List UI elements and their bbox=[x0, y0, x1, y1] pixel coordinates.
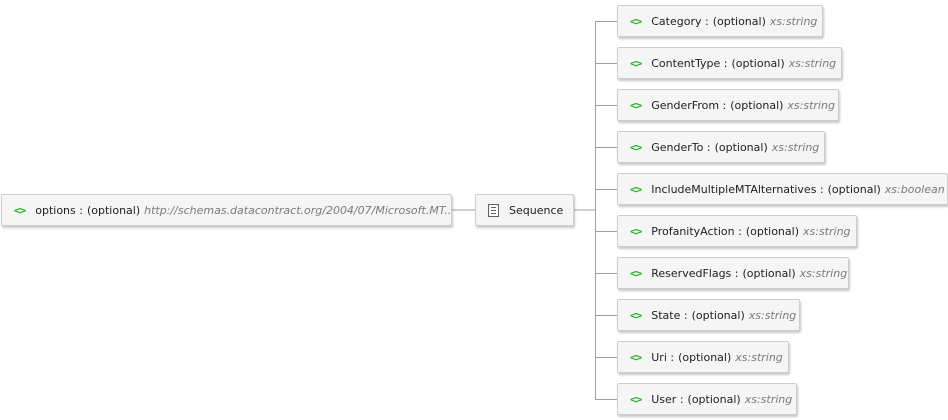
element-qualifier: (optional) bbox=[745, 224, 799, 238]
element-icon: <> bbox=[630, 56, 642, 70]
element-type: xs:string bbox=[735, 350, 783, 364]
child-element-node[interactable]: <> Category :(optional)xs:string bbox=[617, 5, 823, 37]
element-type: xs:string bbox=[799, 266, 848, 280]
child-element-node[interactable]: <> IncludeMultipleMTAlternatives :(option… bbox=[617, 173, 948, 205]
element-icon: <> bbox=[630, 14, 642, 28]
root-element-node[interactable]: <> options : (optional) http://schemas.d… bbox=[1, 194, 452, 226]
element-type: xs:boolean bbox=[884, 182, 945, 196]
element-icon: <> bbox=[630, 140, 642, 154]
element-name: User : bbox=[651, 392, 684, 406]
element-name: IncludeMultipleMTAlternatives : bbox=[651, 182, 824, 196]
element-qualifier: (optional) bbox=[742, 266, 796, 280]
element-name: ContentType : bbox=[651, 56, 728, 70]
element-qualifier: (optional) bbox=[730, 98, 784, 112]
element-icon: <> bbox=[14, 203, 26, 217]
element-type: xs:string bbox=[769, 14, 818, 28]
branch-lines bbox=[595, 21, 617, 400]
element-name: GenderTo : bbox=[651, 140, 711, 154]
element-name: State : bbox=[651, 308, 688, 322]
element-qualifier: (optional) bbox=[731, 56, 785, 70]
child-element-node[interactable]: <> User :(optional)xs:string bbox=[617, 383, 797, 415]
child-element-node[interactable]: <> ContentType :(optional)xs:string bbox=[617, 47, 842, 79]
element-type: xs:string bbox=[748, 308, 797, 322]
element-icon: <> bbox=[630, 224, 642, 238]
child-element-node[interactable]: <> ReservedFlags :(optional)xs:string bbox=[617, 257, 849, 289]
element-qualifier: (optional) bbox=[678, 350, 732, 364]
child-element-node[interactable]: <> ProfanityAction :(optional) xs:string bbox=[617, 215, 857, 247]
element-icon: <> bbox=[630, 98, 642, 112]
child-element-node[interactable]: <> GenderTo :(optional)xs:string bbox=[617, 131, 825, 163]
element-icon: <> bbox=[630, 308, 642, 322]
element-icon: <> bbox=[630, 350, 642, 364]
element-name: ReservedFlags : bbox=[651, 266, 739, 280]
sequence-icon bbox=[488, 203, 499, 217]
element-qualifier: (optional) bbox=[714, 140, 768, 154]
element-icon: <> bbox=[630, 182, 642, 196]
element-qualifier: (optional) bbox=[86, 203, 141, 217]
element-qualifier: (optional) bbox=[691, 308, 745, 322]
element-type: xs:string bbox=[771, 140, 820, 154]
element-name: Category : bbox=[651, 14, 709, 28]
element-qualifier: (optional) bbox=[827, 182, 881, 196]
element-icon: <> bbox=[630, 266, 642, 280]
element-name: Uri : bbox=[651, 350, 675, 364]
child-element-node[interactable]: <> GenderFrom :(optional)xs:string bbox=[617, 89, 839, 121]
element-icon: <> bbox=[630, 392, 642, 406]
child-element-node[interactable]: <> Uri :(optional)xs:string bbox=[617, 341, 789, 373]
sequence-label: Sequence bbox=[509, 203, 564, 217]
element-type: xs:string bbox=[787, 98, 835, 112]
element-type: xs:string bbox=[788, 56, 837, 70]
element-name: ProfanityAction : bbox=[651, 224, 742, 238]
element-name: options : bbox=[35, 203, 83, 217]
sequence-node[interactable]: Sequence bbox=[475, 194, 574, 226]
child-element-node[interactable]: <> State :(optional)xs:string bbox=[617, 299, 800, 331]
element-type: http://schemas.datacontract.org/2004/07/… bbox=[144, 203, 452, 217]
element-qualifier: (optional) bbox=[687, 392, 741, 406]
element-type: xs:string bbox=[803, 224, 851, 238]
element-name: GenderFrom : bbox=[651, 98, 727, 112]
element-type: xs:string bbox=[744, 392, 793, 406]
element-qualifier: (optional) bbox=[712, 14, 766, 28]
